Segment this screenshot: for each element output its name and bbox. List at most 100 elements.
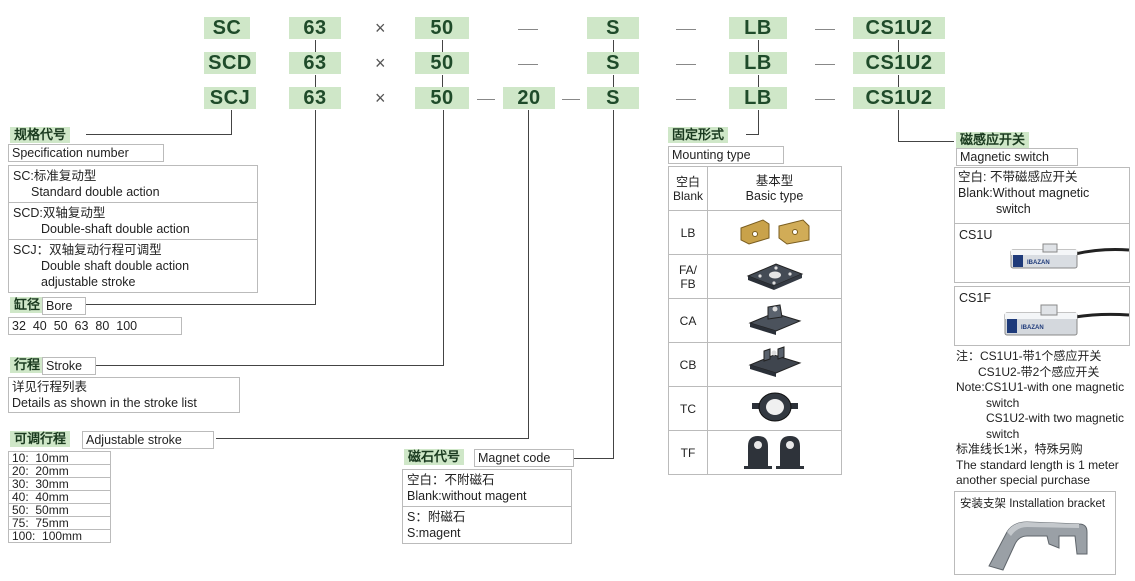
mount-image-cell bbox=[707, 254, 842, 299]
times-sign: × bbox=[375, 53, 386, 73]
stroke-code: 50 bbox=[415, 17, 469, 39]
spec-item: SCD:双轴复动型 Double-shaft double action bbox=[9, 203, 257, 240]
magnet-option-cn: 空白：不附磁石 bbox=[407, 473, 495, 487]
brand-label: IBAZAN bbox=[1027, 260, 1050, 266]
times-sign: × bbox=[375, 18, 386, 38]
mount-code-cell: CB bbox=[668, 342, 708, 387]
mount-subtitle: Mounting type bbox=[668, 146, 784, 164]
mount-header-desc-cn: 基本型 bbox=[755, 173, 794, 188]
mount-image-cell bbox=[707, 298, 842, 343]
spec-item: SCJ：双轴复动行程可调型 Double shaft double action… bbox=[9, 240, 257, 292]
flange-plate-icon bbox=[746, 263, 803, 290]
spec-item-en: Double shaft double action bbox=[41, 259, 190, 273]
magnet-title: 磁石代号 bbox=[404, 449, 465, 465]
row-tick bbox=[613, 75, 614, 87]
switch-note-line: Note:CS1U1-with one magnetic bbox=[956, 380, 1125, 394]
separator-dash bbox=[815, 29, 835, 30]
spec-list: SC:标准复动型 Standard double action SCD:双轴复动… bbox=[8, 165, 258, 293]
bracket-label: 安装支架 Installation bracket bbox=[960, 498, 1106, 510]
separator-dash bbox=[676, 99, 696, 100]
times-sign: × bbox=[375, 88, 386, 108]
leader-line bbox=[86, 134, 232, 135]
leader-line bbox=[94, 365, 444, 366]
magnet-option-cn: S：附磁石 bbox=[407, 510, 466, 524]
switch-blank-en: switch bbox=[996, 202, 1031, 216]
switch-blank-en: Blank:Without magnetic bbox=[958, 186, 1090, 200]
adjust-stroke-row: 10: 10mm bbox=[8, 451, 111, 465]
separator-dash bbox=[518, 64, 538, 65]
spec-item-en: Double-shaft double action bbox=[41, 222, 190, 236]
adjust-stroke-row: 40: 40mm bbox=[8, 490, 111, 504]
installation-bracket-icon bbox=[988, 521, 1088, 571]
stroke-code: 50 bbox=[415, 52, 469, 74]
stroke-info-en: Details as shown in the stroke list bbox=[12, 396, 197, 410]
series-code: SC bbox=[204, 17, 250, 39]
stroke-title: 行程 bbox=[10, 357, 45, 373]
switch-note-line: CS1U2-with two magnetic bbox=[986, 411, 1125, 425]
magnet-option-s: S：附磁石 S:magent bbox=[403, 507, 571, 543]
stroke-code: 50 bbox=[415, 87, 469, 109]
separator-dash bbox=[477, 99, 495, 100]
switch-cs1f-label: CS1F bbox=[959, 291, 991, 305]
cable-note-line: The standard length is 1 meter bbox=[956, 457, 1119, 472]
mount-header-code-en: Blank bbox=[672, 188, 704, 203]
row-tick bbox=[898, 75, 899, 87]
switch-title: 磁感应开关 bbox=[956, 132, 1030, 148]
mount-title: 固定形式 bbox=[668, 127, 729, 143]
spec-title: 规格代号 bbox=[10, 127, 71, 143]
magnet-code: S bbox=[587, 87, 639, 109]
separator-dash bbox=[562, 99, 580, 100]
mount-header-code-cn: 空白 bbox=[675, 174, 700, 189]
mount-image-cell bbox=[707, 386, 842, 431]
row-tick bbox=[613, 40, 614, 52]
adjust-stroke-table: 10: 10mm 20: 20mm 30: 30mm 40: 40mm 50: … bbox=[8, 451, 111, 543]
spec-item-cn: SCD:双轴复动型 bbox=[13, 206, 106, 220]
row-tick bbox=[758, 40, 759, 52]
separator-dash bbox=[676, 64, 696, 65]
bore-values: 32 40 50 63 80 100 bbox=[8, 317, 182, 335]
spec-item-en: adjustable stroke bbox=[41, 275, 136, 289]
row-tick bbox=[442, 75, 443, 87]
magnet-code: S bbox=[587, 17, 639, 39]
stroke-subtitle: Stroke bbox=[42, 357, 96, 375]
mount-header-desc-en: Basic type bbox=[745, 188, 804, 203]
magnet-options: 空白：不附磁石 Blank:without magent S：附磁石 S:mag… bbox=[402, 469, 572, 544]
mount-image-cell bbox=[707, 342, 842, 387]
switch-notes: 注：CS1U1-带1个感应开关 CS1U2-带2个感应开关 Note:CS1U1… bbox=[956, 349, 1124, 489]
cs1u-switch-icon: IBAZAN bbox=[1010, 243, 1129, 269]
row-tick bbox=[442, 40, 443, 52]
switch-code: CS1U2 bbox=[853, 17, 945, 39]
brand-label: IBAZAN bbox=[1021, 325, 1044, 331]
mount-code-cell: TC bbox=[668, 386, 708, 431]
magnet-option-en: Blank:without magent bbox=[407, 489, 527, 503]
switch-blank-option: 空白: 不带磁感应开关 Blank:Without magnetic switc… bbox=[954, 167, 1130, 224]
row-tick bbox=[315, 75, 316, 87]
adjust-stroke-row: 20: 20mm bbox=[8, 464, 111, 478]
adjust-stroke-row: 75: 75mm bbox=[8, 516, 111, 530]
double-clevis-icon bbox=[748, 346, 801, 377]
adjust-code: 20 bbox=[503, 87, 555, 109]
series-code: SCD bbox=[204, 52, 256, 74]
spec-item-cn: SC:标准复动型 bbox=[13, 169, 97, 183]
cable-note-line: another special purchase bbox=[956, 473, 1091, 487]
adjust-stroke-row: 30: 30mm bbox=[8, 477, 111, 491]
switch-code: CS1U2 bbox=[853, 52, 945, 74]
switch-cs1u-card: CS1U IBAZAN bbox=[954, 223, 1130, 283]
mount-header-desc: 基本型 Basic type bbox=[707, 166, 842, 211]
adjust-stroke-row: 50: 50mm bbox=[8, 503, 111, 517]
single-clevis-icon bbox=[748, 304, 801, 335]
switch-code: CS1U2 bbox=[853, 87, 945, 109]
separator-dash bbox=[676, 29, 696, 30]
magnet-code: S bbox=[587, 52, 639, 74]
mount-code-cell: TF bbox=[668, 430, 708, 475]
spec-item-en: Standard double action bbox=[31, 185, 160, 199]
mount-image-cell bbox=[707, 210, 842, 255]
mount-code: LB bbox=[729, 52, 787, 74]
leader-line bbox=[84, 304, 316, 305]
switch-cs1u-label: CS1U bbox=[959, 228, 993, 242]
bore-code: 63 bbox=[289, 87, 341, 109]
magnet-subtitle: Magnet code bbox=[474, 449, 574, 467]
leader-line bbox=[613, 110, 614, 458]
separator-dash bbox=[815, 99, 835, 100]
mount-code-cell: FA/ FB bbox=[668, 254, 708, 299]
